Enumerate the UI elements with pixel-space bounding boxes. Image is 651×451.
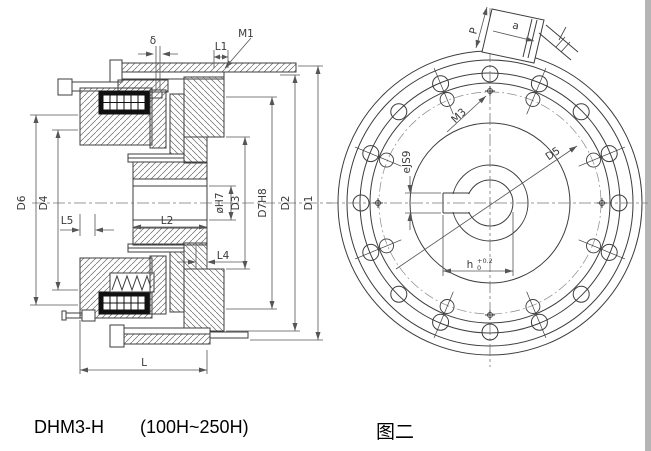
hub <box>132 161 208 246</box>
rotor-web-upper <box>169 93 185 161</box>
m3-tapped-holes <box>373 86 607 320</box>
label-l5: L5 <box>61 215 74 227</box>
armature-upper <box>149 89 167 149</box>
h-dim <box>442 212 514 276</box>
wire-break-mark <box>555 36 571 53</box>
label-delta: δ <box>150 35 156 47</box>
lead-terminal <box>61 309 96 322</box>
label-h-tol-upper: +0.2 <box>477 257 493 265</box>
label-d2: D2 <box>280 196 292 211</box>
label-m3: M3 <box>449 106 469 126</box>
d5-leader <box>395 145 578 270</box>
right-centerlines <box>327 8 648 367</box>
label-d6: D6 <box>16 195 28 210</box>
release-spring <box>109 272 155 293</box>
coil-upper <box>98 90 150 115</box>
label-d4: D4 <box>38 195 50 210</box>
label-d5: D5 <box>544 145 563 163</box>
inner-bolt-holes <box>354 67 626 339</box>
label-bore-h7: øH7 <box>214 193 226 214</box>
left-arrowheads <box>33 51 321 373</box>
rotor-web-lower <box>169 245 185 313</box>
label-p: P <box>467 26 480 35</box>
e-dim <box>405 176 441 230</box>
outer-bolt-holes <box>352 65 628 341</box>
label-l2: L2 <box>161 215 174 227</box>
bottom-plate <box>109 324 249 348</box>
scan-edge-artifact <box>645 0 651 451</box>
m3-leader <box>446 95 487 133</box>
armature-lower <box>149 255 167 315</box>
terminal-box <box>481 8 579 64</box>
left-dimension-labels: δ L1 M1 D6 D4 L5 L2 øH7 D3 D7H8 D2 D1 L4… <box>16 28 315 369</box>
label-l4: L4 <box>217 250 230 262</box>
label-keyway: eJS9 <box>401 151 413 174</box>
label-d7h8: D7H8 <box>257 188 269 217</box>
right-dimension-labels: P a M3 D5 eJS9 h +0.2 0 <box>401 20 562 272</box>
size-range-label: (100H~250H) <box>140 417 249 437</box>
label-a: a <box>511 20 520 33</box>
label-h-tol-lower: 0 <box>477 264 481 272</box>
label-h: h <box>467 259 474 271</box>
lead-wires <box>538 24 579 61</box>
cross-section-view <box>57 59 297 348</box>
label-d1: D1 <box>303 196 315 211</box>
slash-mark <box>558 26 567 41</box>
input-flange-body <box>183 76 225 332</box>
plate-bolt-head <box>109 59 123 83</box>
bottom-bolt-head <box>109 324 125 348</box>
coil-lower <box>98 291 150 315</box>
label-d3: D3 <box>230 196 242 211</box>
top-friction-plate <box>109 59 297 83</box>
model-label: DHM3-H <box>34 417 104 437</box>
label-l1: L1 <box>215 41 228 53</box>
figure-caption: 图二 <box>376 421 415 443</box>
label-l: L <box>141 357 147 369</box>
label-m1: M1 <box>238 28 254 40</box>
right-arrowheads <box>407 7 577 274</box>
